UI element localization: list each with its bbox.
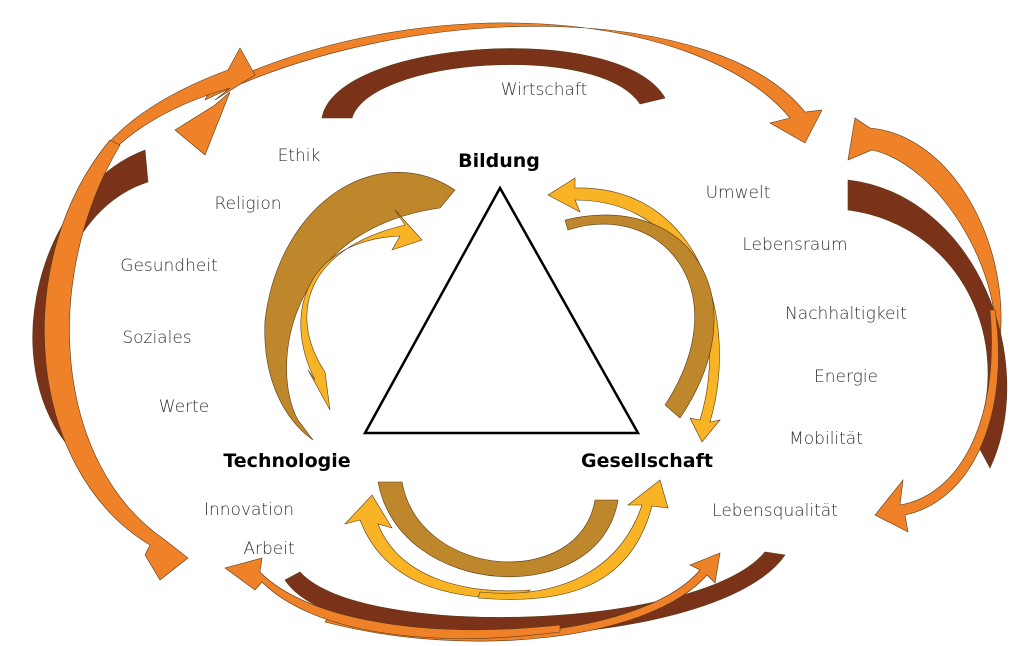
topic-label-right-4: Mobilität <box>789 429 863 449</box>
topic-label-right-2: Nachhaltigkeit <box>785 304 907 324</box>
outer-arrow-top-left-head <box>174 91 231 156</box>
topic-label-right-3: Energie <box>814 367 878 387</box>
inner-arrow-bottom-left-yellow <box>344 494 531 599</box>
outer-arrow-left-orange <box>44 139 189 581</box>
outer-arrow-bottom-left-orange <box>224 557 561 639</box>
center-triangle <box>362 185 641 435</box>
topic-label-left-1: Religion <box>214 194 281 214</box>
inner-arrow-left-yellow <box>300 209 423 411</box>
topic-label-bottom-left-1: Arbeit <box>243 539 294 559</box>
inner-arrow-bottom-right-yellow <box>477 479 669 600</box>
topic-label-right-0: Umwelt <box>706 183 771 203</box>
outer-arrow-top-brown <box>321 48 666 119</box>
topic-label-top: Wirtschaft <box>501 80 588 100</box>
outer-arrow-right-brown <box>847 179 1008 469</box>
outer-arrow-right-bottom-orange <box>874 309 999 533</box>
topic-label-left-3: Soziales <box>122 328 191 348</box>
topic-label-left-2: Gesundheit <box>120 256 217 276</box>
outer-arrow-top-right-orange <box>204 22 823 144</box>
pillar-label-top: Bildung <box>458 150 540 172</box>
pillar-label-right: Gesellschaft <box>581 450 713 472</box>
topic-label-bottom-left-0: Innovation <box>204 500 294 520</box>
inner-arrow-bottom-ochre <box>377 481 619 578</box>
topic-label-left-4: Werte <box>159 397 209 417</box>
topic-label-right-1: Lebensraum <box>742 235 847 255</box>
pillar-label-left: Technologie <box>223 450 350 472</box>
topic-label-left-0: Ethik <box>278 146 321 166</box>
topic-label-right-5: Lebensqualität <box>712 501 838 521</box>
